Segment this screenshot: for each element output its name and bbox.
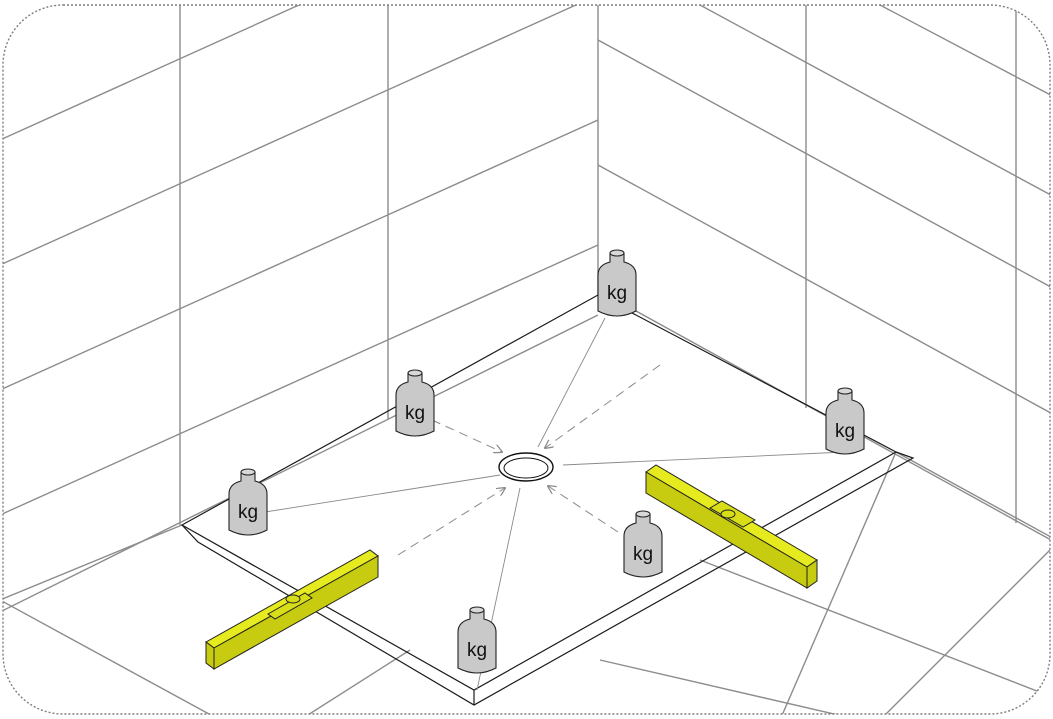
test-weights: kg kg kg kg kg kg xyxy=(228,249,865,674)
shower-tray xyxy=(180,294,915,706)
spirit-level-right xyxy=(645,464,818,589)
floor-drain-icon xyxy=(498,452,554,482)
weight-label: kg xyxy=(633,544,653,565)
weight-label: kg xyxy=(835,421,855,442)
figure-frame xyxy=(2,4,1051,715)
weight-label: kg xyxy=(405,403,425,424)
weight-label: kg xyxy=(607,283,627,304)
right-wall-tiles xyxy=(597,5,1050,546)
weight-label: kg xyxy=(467,640,487,661)
load-guide-lines xyxy=(245,317,846,691)
test-weight-icon: kg xyxy=(623,510,663,578)
test-weight-icon: kg xyxy=(597,249,637,317)
weight-label: kg xyxy=(238,502,258,523)
test-weight-icon: kg xyxy=(457,606,497,674)
test-weight-icon: kg xyxy=(395,369,435,437)
floor-tiles xyxy=(3,451,1050,714)
dashed-arrows xyxy=(397,364,661,556)
test-weight-icon: kg xyxy=(228,468,268,536)
left-wall-tiles xyxy=(3,5,599,613)
spirit-level-left xyxy=(205,549,379,670)
test-weight-icon: kg xyxy=(825,387,865,455)
